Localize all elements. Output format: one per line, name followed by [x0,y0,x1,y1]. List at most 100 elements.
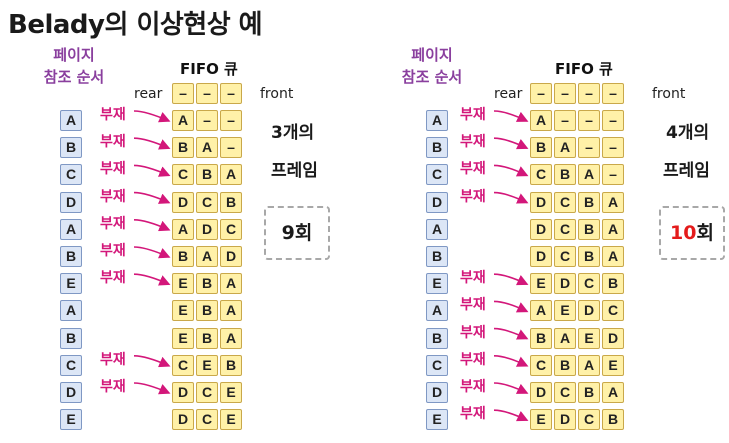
queue-frame-cell: A [172,110,194,131]
reference-page-cell: E [426,409,448,431]
queue-frame-cell: A [196,137,218,159]
page-title: Belady의 이상현상 예 [8,10,263,40]
fifo-queue-label: FIFO 큐 [555,60,613,78]
queue-frame-cell: C [554,191,576,213]
page-fault-arrow [493,355,529,367]
front-label: front [260,86,294,102]
reference-page-cell: E [60,409,82,431]
page-fault-label: 부재 [100,107,126,123]
page-fault-arrow [133,164,171,177]
reference-page-cell: A [426,300,448,322]
queue-frame-cell: B [578,382,600,403]
page-fault-label: 부재 [100,215,126,232]
page-fault-count: 9 [281,222,295,244]
queue-frame-cell: C [196,191,218,213]
reference-order-label-line1: 페이지 [53,46,95,64]
right-panel-4-frames: 페이지 참조 순서 FIFO 큐 rear front 4개의 프레임 10회 … [360,0,729,443]
queue-frame-cell: B [196,273,218,295]
front-label: front [652,86,686,102]
queue-header-cell: – [172,83,194,104]
page-fault-arrow [493,300,529,313]
queue-frame-cell: B [578,218,600,240]
page-fault-arrow [493,110,529,122]
reference-order-label: 페이지 참조 순서 [388,44,476,88]
queue-header-cell: – [220,83,242,104]
reference-page-cell: B [426,137,448,159]
page-fault-label: 부재 [460,270,486,287]
queue-frame-cell: E [554,300,576,322]
reference-page-cell: E [426,273,448,295]
queue-frame-cell: C [578,273,600,295]
page-fault-count-suffix: 회 [294,222,313,244]
queue-frame-cell: D [172,409,194,431]
page-fault-arrow [493,137,529,150]
queue-frame-cell: B [530,327,552,349]
queue-frame-cell: E [196,354,218,376]
queue-frame-cell: – [220,110,242,131]
queue-header-cell: – [554,83,576,104]
queue-frame-cell: – [220,137,242,159]
page-fault-arrow [133,246,171,259]
page-fault-label: 부재 [460,188,486,205]
queue-frame-cell: A [602,191,624,213]
page-fault-label: 부재 [100,161,126,178]
queue-frame-cell: B [530,137,552,159]
reference-order-label-line2: 참조 순서 [401,68,463,86]
page-fault-count-suffix: 회 [696,222,714,244]
reference-page-cell: C [60,354,82,376]
page-fault-count-box: 9회 [264,206,330,260]
queue-frame-cell: B [172,246,194,267]
queue-frame-cell: A [530,110,552,131]
queue-frame-cell: C [530,164,552,186]
queue-frame-cell: – [602,137,624,159]
page-fault-label: 부재 [460,379,486,395]
reference-page-cell: D [426,382,448,403]
queue-frame-cell: B [578,246,600,267]
queue-frame-cell: A [220,164,242,186]
queue-frame-cell: A [578,354,600,376]
page-fault-label: 부재 [100,188,126,205]
frames-word-label: 프레임 [663,161,710,181]
reference-page-cell: E [60,273,82,295]
reference-page-cell: A [60,110,82,131]
queue-frame-cell: C [554,382,576,403]
page-fault-arrow [133,273,171,286]
page-fault-label: 부재 [460,107,486,123]
queue-frame-cell: A [196,246,218,267]
queue-frame-cell: E [220,382,242,403]
reference-page-cell: C [426,354,448,376]
reference-page-cell: D [60,191,82,213]
reference-page-cell: B [60,327,82,349]
reference-page-cell: B [426,327,448,349]
queue-frame-cell: D [554,273,576,295]
queue-frame-cell: E [220,409,242,431]
queue-frame-cell: C [172,164,194,186]
frames-count-label: 4개의 [666,123,710,143]
queue-header-cell: – [196,83,218,104]
page-fault-label: 부재 [460,134,486,151]
queue-frame-cell: – [578,110,600,131]
reference-order-label-line1: 페이지 [411,46,453,64]
queue-frame-cell: B [196,164,218,186]
page-fault-arrow [493,164,529,177]
reference-page-cell: A [60,300,82,322]
reference-page-cell: A [426,110,448,131]
queue-frame-cell: A [172,218,194,240]
queue-frame-cell: D [530,382,552,403]
page-fault-arrow [133,137,171,150]
page-fault-label: 부재 [460,324,486,341]
reference-page-cell: B [60,246,82,267]
page-fault-label: 부재 [460,297,486,314]
queue-frame-cell: B [172,137,194,159]
page-fault-arrow [133,382,171,395]
reference-page-cell: D [426,191,448,213]
page-fault-arrow [493,273,529,286]
frames-count-label: 3개의 [271,123,315,143]
page-fault-label: 부재 [100,243,126,259]
queue-frame-cell: C [530,354,552,376]
page-fault-label: 부재 [460,161,486,178]
queue-frame-cell: A [578,164,600,186]
queue-frame-cell: E [530,409,552,431]
queue-frame-cell: A [220,327,242,349]
